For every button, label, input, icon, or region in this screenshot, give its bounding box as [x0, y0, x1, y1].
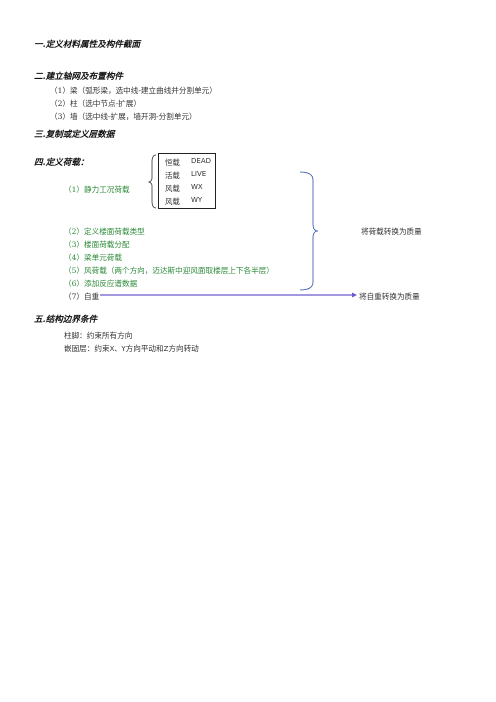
boundary-embedded-story: 嵌固层：约束X、Y方向平动和Z方向转动 — [64, 343, 199, 354]
load-case-cn: 风载 — [165, 184, 180, 193]
load-item-self-weight: （7）自重 — [64, 292, 100, 301]
load-item-floor-type: （2）定义楼面荷载类型 — [64, 227, 145, 236]
load-case-en: WX — [191, 183, 203, 191]
boundary-axis-z: Z — [163, 345, 169, 353]
load-case-box: 恒载 DEAD 活载 LIVE 风载 WX 风载 WY — [158, 153, 216, 209]
loads-right-brace — [299, 171, 319, 291]
load-item-beam-load: （4）梁单元荷载 — [64, 253, 122, 262]
box-left-brace — [147, 154, 157, 209]
heading-material-section: 一.定义材料属性及构件截面 — [34, 40, 141, 50]
list-item-beam: （1）梁（弧形梁，选中线-建立曲线并分割单元） — [50, 86, 217, 95]
boundary-text: 方向平动和 — [125, 344, 164, 353]
note-load-to-mass: 将荷载转换为质量 — [361, 227, 422, 236]
load-case-row: 活载 LIVE — [165, 170, 206, 181]
boundary-text: 嵌固层：约束 — [64, 344, 110, 353]
load-case-cn: 活载 — [165, 171, 180, 180]
self-weight-arrow-head — [352, 292, 357, 298]
load-case-en: WY — [191, 196, 203, 204]
heading-loads: 四.定义荷载： — [34, 158, 89, 168]
heading-grid-members: 二.建立轴网及布置构件 — [34, 72, 123, 82]
note-self-weight-to-mass: 将自重转换为质量 — [359, 292, 420, 301]
static-load-case-label: （1）静力工况荷载 — [64, 185, 130, 194]
heading-story-data: 三.复制或定义层数据 — [34, 130, 115, 140]
load-case-row: 恒载 DEAD — [165, 157, 211, 168]
load-item-wind: （5）风荷载（两个方向，迈达斯中迎风面取楼层上下各半层） — [64, 266, 274, 275]
load-case-en: DEAD — [191, 157, 211, 165]
list-item-wall: （3）墙（选中线-扩展，墙开洞-分割单元） — [50, 112, 197, 121]
list-item-column: （2）柱（选中节点-扩展） — [50, 99, 141, 108]
load-case-en: LIVE — [191, 170, 207, 178]
load-case-row: 风载 WY — [165, 196, 202, 207]
load-case-row: 风载 WX — [165, 183, 203, 194]
load-case-cn: 风载 — [165, 197, 180, 206]
load-item-spectrum: （6）添加反应谱数据 — [64, 279, 138, 288]
boundary-text: 方向转动 — [168, 344, 199, 353]
load-case-cn: 恒载 — [165, 158, 180, 167]
boundary-axes-xy: X、Y — [109, 345, 126, 353]
heading-boundary: 五.结构边界条件 — [34, 315, 98, 325]
load-item-floor-assign: （3）楼面荷载分配 — [64, 240, 130, 249]
boundary-column-base: 柱脚：约束所有方向 — [64, 331, 133, 340]
